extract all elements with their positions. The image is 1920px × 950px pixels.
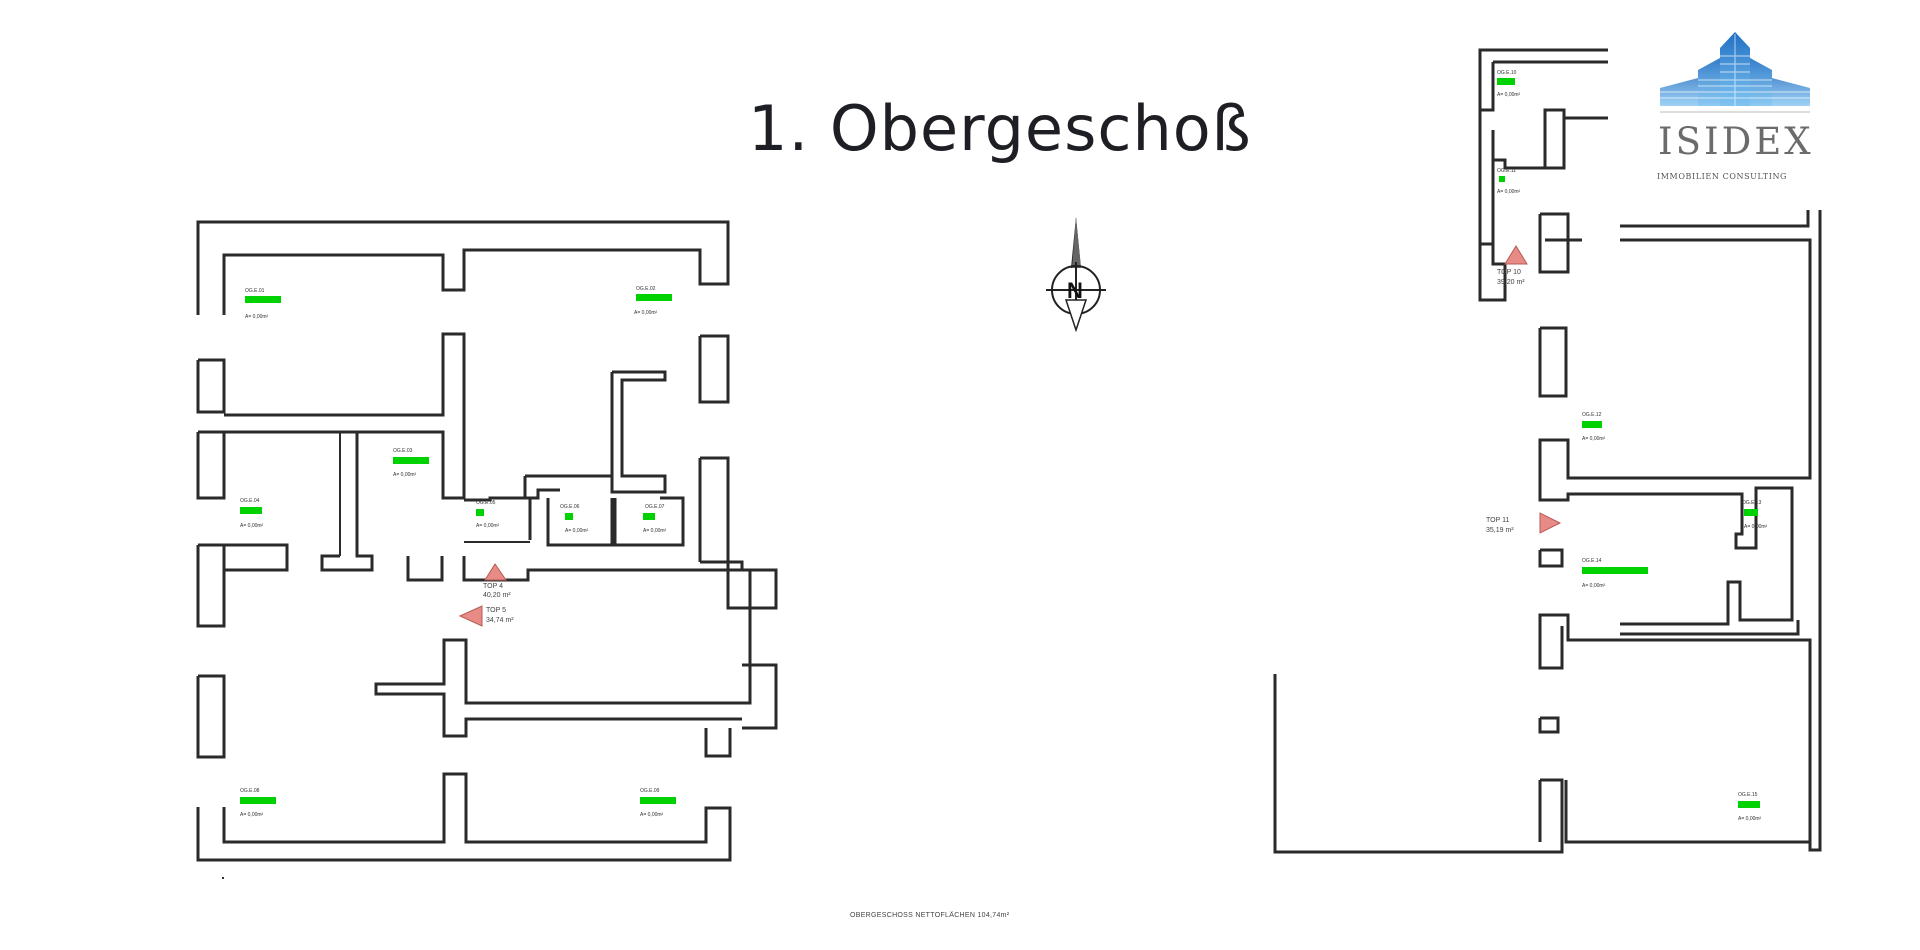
room-label: OG.E.15 A= 0,00m²: [1738, 792, 1762, 822]
svg-text:OG.E.12: OG.E.12: [1582, 412, 1602, 418]
svg-text:A= 0,00m²: A= 0,00m²: [1744, 524, 1768, 530]
svg-text:A= 0,00m²: A= 0,00m²: [1497, 92, 1521, 98]
unit-area: 39,20 m²: [1497, 279, 1525, 286]
unit-name: TOP 4: [483, 583, 503, 590]
unit-name: TOP 10: [1497, 269, 1521, 276]
room-label: OG.E.08 A= 0,00m²: [240, 788, 276, 818]
unit-marker-top11[interactable]: TOP 11 35,19 m²: [1486, 512, 1562, 534]
room-label: OG.E.14 A= 0,00m²: [1582, 558, 1648, 589]
unit-marker-top10[interactable]: TOP 10 39,20 m²: [1497, 245, 1528, 286]
svg-text:OG.E.02: OG.E.02: [636, 286, 656, 292]
logo-name: ISIDEX: [1658, 120, 1814, 163]
unit-area: 35,19 m²: [1486, 527, 1514, 534]
svg-text:A= 0,00m²: A= 0,00m²: [640, 812, 664, 818]
unit-marker-top5[interactable]: TOP 5 34,74 m²: [458, 605, 514, 627]
unit-triangle-icon: [458, 605, 483, 627]
svg-text:A= 0,00m²: A= 0,00m²: [393, 472, 417, 478]
room-label: OG.E.01 A= 0,00m²: [245, 288, 281, 320]
room-label: OG.E.11 A= 0,00m²: [1497, 168, 1521, 195]
room-label: OG.E.13 A= 0,00m²: [1742, 500, 1768, 530]
unit-name: TOP 5: [486, 607, 506, 614]
room-label: OG.E.09 A= 0,00m²: [640, 788, 676, 818]
svg-text:OG.E.01: OG.E.01: [245, 288, 265, 294]
svg-text:OG.E.14: OG.E.14: [1582, 558, 1602, 564]
room-label: OG.E.05 A= 0,00m²: [476, 500, 500, 529]
page-title: 1. Obergeschoß: [748, 92, 1252, 165]
svg-text:OG.E.03: OG.E.03: [393, 448, 413, 454]
svg-text:OG.E.09: OG.E.09: [640, 788, 660, 794]
svg-text:OG.E.15: OG.E.15: [1738, 792, 1758, 798]
room-label: OG.E.02 A= 0,00m²: [634, 286, 672, 316]
room-label: OG.E.06 A= 0,00m²: [560, 504, 589, 534]
unit-marker-top4[interactable]: TOP 4 40,20 m²: [483, 563, 511, 599]
right-room-labels: OG.E.10 A= 0,00m² OG.E.11 A= 0,00m² OG.E…: [1497, 70, 1768, 822]
svg-text:A= 0,00m²: A= 0,00m²: [634, 310, 658, 316]
svg-text:A= 0,00m²: A= 0,00m²: [240, 812, 264, 818]
room-label: OG.E.12 A= 0,00m²: [1582, 412, 1606, 442]
logo-subtitle: IMMOBILIEN CONSULTING: [1657, 172, 1788, 181]
unit-area: 40,20 m²: [483, 592, 511, 599]
svg-text:OG.E.10: OG.E.10: [1497, 70, 1517, 76]
company-logo: ISIDEX IMMOBILIEN CONSULTING: [1640, 28, 1830, 188]
room-label: OG.E.10 A= 0,00m²: [1497, 70, 1521, 98]
unit-name: TOP 11: [1486, 517, 1509, 524]
svg-text:A= 0,00m²: A= 0,00m²: [565, 528, 589, 534]
svg-text:A= 0,00m²: A= 0,00m²: [1582, 436, 1606, 442]
unit-triangle-icon: [1504, 245, 1528, 265]
svg-text:OG.E.07: OG.E.07: [645, 504, 665, 510]
svg-text:OG.E.11: OG.E.11: [1497, 168, 1516, 174]
svg-text:A= 0,00m²: A= 0,00m²: [240, 523, 264, 529]
room-label: OG.E.07 A= 0,00m²: [643, 504, 667, 534]
unit-triangle-icon: [484, 563, 507, 581]
svg-text:OG.E.08: OG.E.08: [240, 788, 260, 794]
svg-text:A= 0,00m²: A= 0,00m²: [245, 314, 269, 320]
left-building: [196, 220, 778, 879]
svg-text:OG.E.06: OG.E.06: [560, 504, 580, 510]
svg-text:OG.E.04: OG.E.04: [240, 498, 260, 504]
unit-triangle-icon: [1539, 512, 1562, 534]
building-logo-icon: [1660, 32, 1810, 113]
north-arrow-icon: N: [1046, 217, 1106, 333]
room-label: OG.E.03 A= 0,00m²: [393, 448, 429, 478]
room-label: OG.E.04 A= 0,00m²: [240, 498, 264, 529]
svg-text:A= 0,00m²: A= 0,00m²: [1738, 816, 1762, 822]
svg-text:OG.E.13: OG.E.13: [1742, 500, 1762, 506]
svg-text:A= 0,00m²: A= 0,00m²: [476, 523, 500, 529]
compass-label: N: [1067, 278, 1083, 303]
unit-area: 34,74 m²: [486, 617, 514, 624]
svg-text:A= 0,00m²: A= 0,00m²: [643, 528, 667, 534]
svg-text:A= 0,00m²: A= 0,00m²: [1582, 583, 1606, 589]
svg-text:OG.E.05: OG.E.05: [476, 500, 496, 506]
left-room-labels: OG.E.01 A= 0,00m² OG.E.02 A= 0,00m² OG.E…: [240, 286, 676, 818]
svg-text:A= 0,00m²: A= 0,00m²: [1497, 189, 1521, 195]
footer-note: OBERGESCHOSS NETTOFLÄCHEN 104,74m²: [850, 912, 1010, 919]
